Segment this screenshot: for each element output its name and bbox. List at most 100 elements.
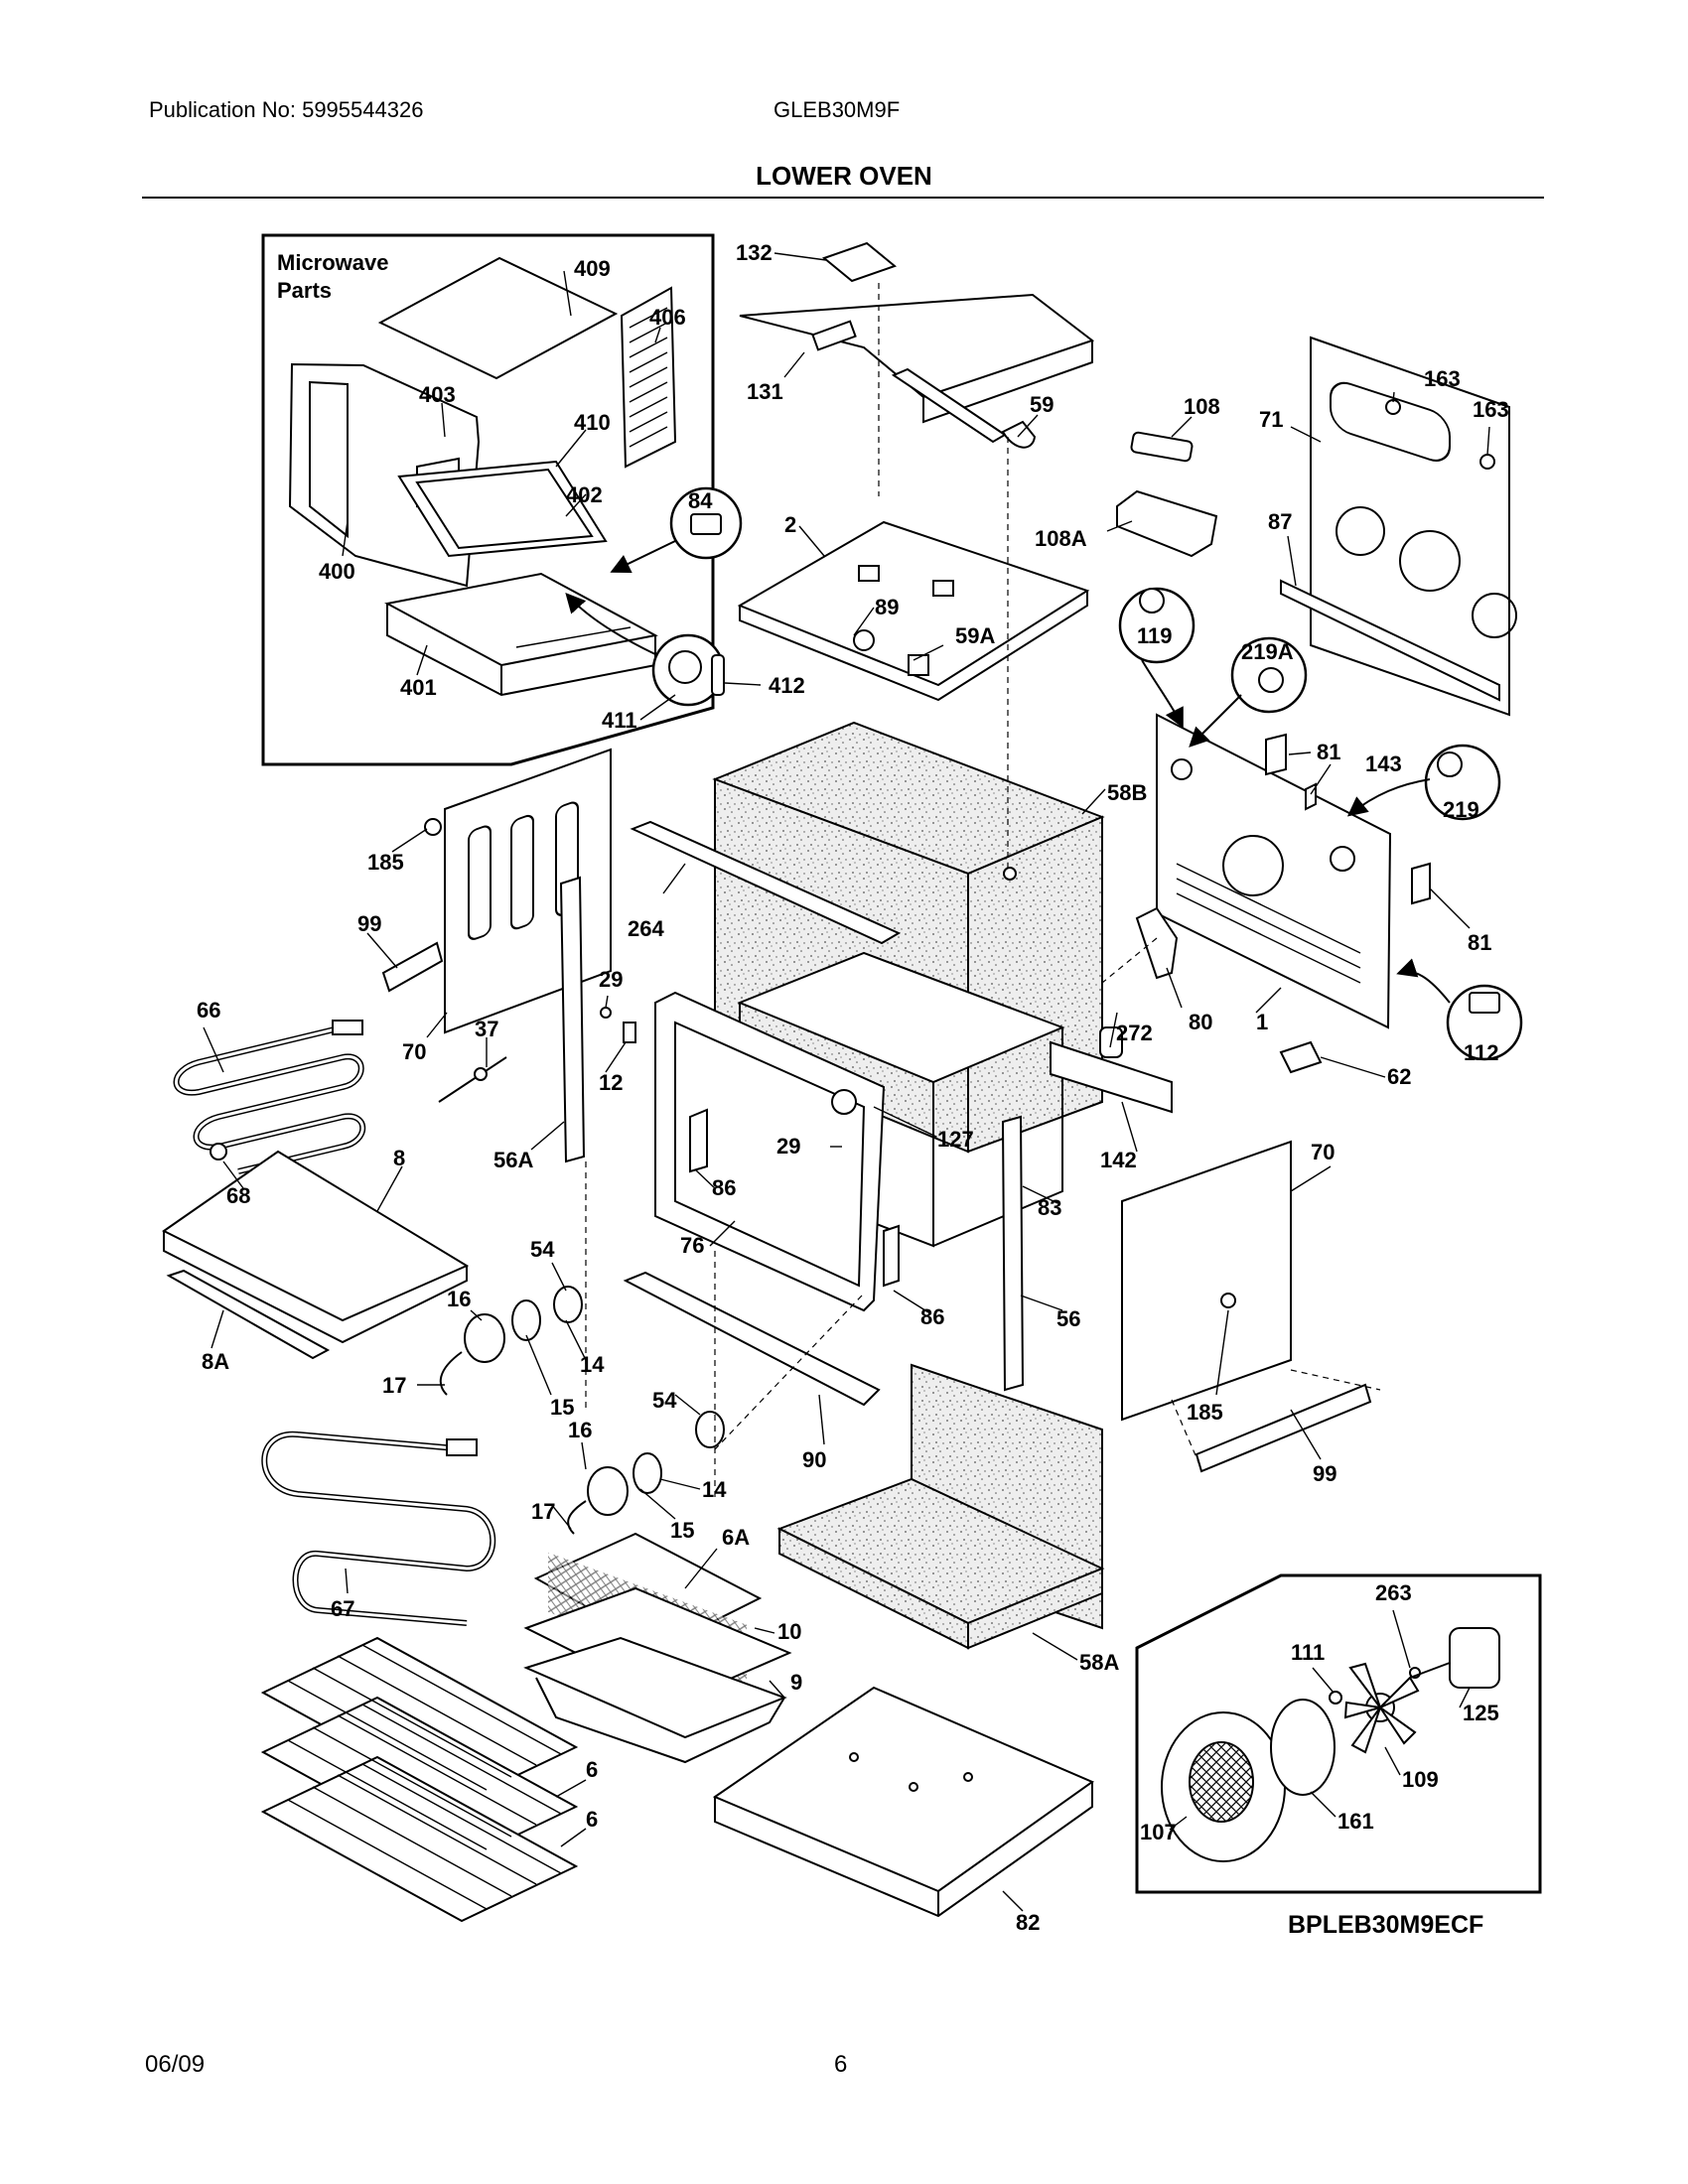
oven-sensor bbox=[438, 1056, 507, 1103]
oven-trim-strip-bottom bbox=[623, 1271, 881, 1407]
label-70-left: 70 bbox=[402, 1039, 426, 1064]
label-56A: 56A bbox=[493, 1148, 533, 1172]
label-409: 409 bbox=[574, 256, 611, 281]
footer-page-number: 6 bbox=[834, 2051, 848, 2078]
panel-bracket-right bbox=[1195, 1383, 1372, 1473]
part-12 bbox=[623, 1022, 636, 1043]
door-frame bbox=[654, 991, 900, 1312]
label-16-lower: 16 bbox=[568, 1418, 592, 1442]
label-70-right: 70 bbox=[1311, 1140, 1335, 1164]
cavity-insulation-side bbox=[967, 815, 1103, 1154]
label-15-upper: 15 bbox=[550, 1395, 574, 1420]
label-142: 142 bbox=[1100, 1148, 1137, 1172]
label-132: 132 bbox=[736, 240, 773, 265]
label-54-upper: 54 bbox=[530, 1237, 555, 1262]
model-number: GLEB30M9F bbox=[774, 97, 901, 122]
vent-cover-plate bbox=[821, 241, 898, 283]
label-411: 411 bbox=[602, 708, 637, 733]
label-59: 59 bbox=[1030, 392, 1054, 417]
label-99-right: 99 bbox=[1313, 1461, 1336, 1486]
fan-motor bbox=[1409, 1627, 1500, 1689]
label-66: 66 bbox=[197, 998, 220, 1023]
label-264: 264 bbox=[628, 916, 664, 941]
label-71: 71 bbox=[1259, 407, 1283, 432]
label-185-right: 185 bbox=[1187, 1400, 1223, 1425]
label-111: 111 bbox=[1291, 1640, 1325, 1665]
callout-circle-112 bbox=[1446, 984, 1523, 1061]
bracket-80 bbox=[1135, 906, 1179, 980]
broil-pan-cover bbox=[162, 1143, 470, 1360]
rack-slide-left bbox=[559, 876, 586, 1163]
label-54-lower: 54 bbox=[652, 1388, 677, 1413]
rear-panel bbox=[1099, 713, 1431, 1074]
label-99-left: 99 bbox=[357, 911, 381, 936]
label-6-lower: 6 bbox=[586, 1807, 598, 1832]
label-37: 37 bbox=[475, 1017, 498, 1041]
label-89: 89 bbox=[875, 595, 899, 619]
side-panel-fastener bbox=[424, 818, 442, 836]
panel-bracket-left bbox=[381, 941, 444, 993]
label-403: 403 bbox=[419, 382, 456, 407]
label-412: 412 bbox=[769, 673, 805, 698]
label-29-lower: 29 bbox=[776, 1134, 800, 1159]
label-272: 272 bbox=[1116, 1021, 1153, 1045]
label-81-side: 81 bbox=[1468, 930, 1491, 955]
label-68: 68 bbox=[226, 1183, 250, 1208]
label-402: 402 bbox=[566, 482, 603, 507]
label-12: 12 bbox=[599, 1070, 623, 1095]
rear-cover bbox=[1280, 336, 1517, 717]
microwave-base bbox=[384, 572, 658, 667]
label-58B: 58B bbox=[1107, 780, 1147, 805]
right-side-panel bbox=[1121, 1140, 1372, 1473]
oven-light-upper bbox=[439, 1286, 583, 1396]
microwave-parts-inset: Microwave Parts bbox=[261, 233, 743, 766]
label-143: 143 bbox=[1365, 751, 1402, 776]
igniter-assembly bbox=[1116, 431, 1218, 558]
label-59A: 59A bbox=[955, 623, 995, 648]
rear-cover-panel bbox=[1310, 336, 1510, 717]
label-127: 127 bbox=[937, 1127, 974, 1152]
terminal-block-62 bbox=[1279, 1040, 1323, 1074]
broil-element bbox=[173, 1020, 366, 1174]
bottom-insulation bbox=[776, 1363, 1105, 1650]
label-108A: 108A bbox=[1035, 526, 1087, 551]
label-161: 161 bbox=[1337, 1809, 1374, 1834]
bottom-tray bbox=[712, 1686, 1095, 1918]
label-8: 8 bbox=[393, 1146, 405, 1170]
oven-light-socket bbox=[831, 1089, 857, 1115]
label-401: 401 bbox=[400, 675, 437, 700]
label-17-upper: 17 bbox=[382, 1373, 406, 1398]
label-163-side: 163 bbox=[1473, 397, 1509, 422]
oven-racks bbox=[260, 1636, 579, 1923]
part-labels: 132 131 59 108 108A 163 163 71 87 2 89 5… bbox=[197, 240, 1509, 1939]
washer-111 bbox=[1329, 1691, 1342, 1705]
side-bracket-142 bbox=[1050, 1040, 1173, 1114]
label-58A: 58A bbox=[1079, 1650, 1119, 1675]
label-84: 84 bbox=[688, 488, 713, 513]
top-cavity-panel bbox=[737, 520, 1090, 702]
label-67: 67 bbox=[331, 1596, 354, 1621]
label-80: 80 bbox=[1189, 1010, 1212, 1034]
label-29-upper: 29 bbox=[599, 967, 623, 992]
screw-29 bbox=[600, 1007, 612, 1019]
top-vent-duct bbox=[739, 293, 1095, 399]
label-8A: 8A bbox=[202, 1349, 229, 1374]
label-131: 131 bbox=[747, 379, 783, 404]
rack-slide-right bbox=[1001, 1115, 1025, 1392]
side-panel-right bbox=[1121, 1140, 1292, 1422]
label-62: 62 bbox=[1387, 1064, 1411, 1089]
label-112: 112 bbox=[1464, 1040, 1499, 1065]
label-410: 410 bbox=[574, 410, 611, 435]
leader-lines bbox=[203, 252, 1490, 1912]
label-2: 2 bbox=[784, 512, 796, 537]
label-6-upper: 6 bbox=[586, 1757, 598, 1782]
title-divider bbox=[142, 197, 1544, 199]
fan-element-ring bbox=[1270, 1699, 1336, 1796]
label-119: 119 bbox=[1137, 623, 1173, 648]
label-87: 87 bbox=[1268, 509, 1292, 534]
oven-door-liner bbox=[654, 991, 886, 1312]
drip-strip bbox=[166, 1269, 331, 1360]
page-title: LOWER OVEN bbox=[756, 161, 932, 191]
label-14-lower: 14 bbox=[702, 1477, 727, 1502]
